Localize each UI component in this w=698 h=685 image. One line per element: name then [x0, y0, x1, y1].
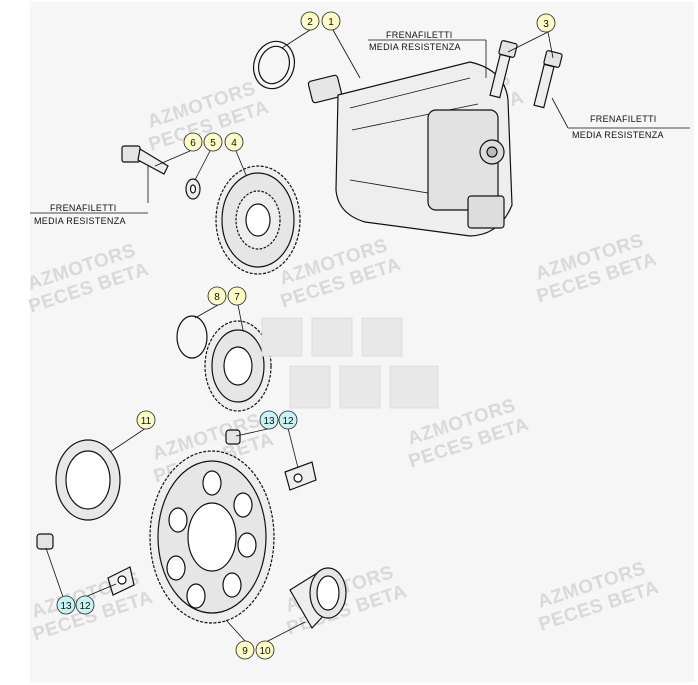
callout-label: 11 [141, 416, 152, 427]
callout-label: 13 [263, 416, 275, 427]
leader-line [84, 583, 117, 598]
callout-label: 7 [234, 292, 240, 303]
callout-13-top[interactable]: 13 [259, 410, 279, 430]
callout-label: 4 [231, 138, 237, 149]
callout-label: 9 [242, 646, 248, 657]
note-line2: MEDIA RESISTENZA [572, 130, 664, 140]
callout-label: 1 [328, 17, 334, 28]
callout-5[interactable]: 5 [203, 132, 223, 152]
screw-part [225, 429, 241, 445]
needle-bearing-part [289, 567, 347, 629]
faded-logo [261, 317, 439, 409]
callout-3[interactable]: 3 [536, 13, 556, 33]
starter-bolt-part [489, 40, 518, 99]
note-line2: MEDIA RESISTENZA [369, 42, 461, 52]
leader-line [45, 547, 64, 598]
threadlocker-note-left: FRENAFILETTI MEDIA RESISTENZA [30, 203, 148, 226]
starter-motor-part [307, 61, 513, 237]
leader-line [235, 150, 247, 176]
leader-lines [45, 29, 569, 643]
callout-9[interactable]: 9 [235, 640, 255, 660]
callout-1[interactable]: 1 [321, 11, 341, 31]
intermediate-gear-part [215, 165, 301, 275]
retaining-plate-part [284, 461, 317, 491]
callout-12-bottom[interactable]: 12 [75, 595, 95, 615]
leader-line [281, 29, 311, 49]
leader-line [154, 150, 191, 167]
leader-line [235, 427, 273, 437]
leader-line [547, 31, 554, 59]
callout-10[interactable]: 10 [255, 640, 275, 660]
leader-line [551, 97, 569, 129]
retaining-plate-part [107, 566, 135, 596]
callout-label: 5 [210, 138, 216, 149]
starter-driven-gear-part [149, 450, 275, 624]
leader-line [265, 621, 306, 643]
note-line2: MEDIA RESISTENZA [34, 216, 126, 226]
snap-ring-part [176, 315, 208, 359]
callout-label: 13 [60, 601, 72, 612]
leader-line [332, 29, 361, 79]
gear-bolt-part [121, 145, 169, 175]
callout-label: 10 [259, 646, 271, 657]
callout-label: 3 [543, 19, 549, 30]
o-ring-part [252, 40, 296, 90]
callout-8[interactable]: 8 [207, 286, 227, 306]
callout-2[interactable]: 2 [300, 11, 320, 31]
threadlocker-note-right: FRENAFILETTI MEDIA RESISTENZA [568, 114, 690, 140]
callout-label: 12 [79, 601, 91, 612]
oil-seal-part [55, 439, 121, 521]
callout-label: 12 [282, 416, 294, 427]
callout-12-top[interactable]: 12 [278, 410, 298, 430]
leader-line [287, 427, 299, 469]
callout-7[interactable]: 7 [227, 286, 247, 306]
leader-line [507, 31, 549, 53]
reduction-gear-part [204, 320, 272, 412]
leader-line [194, 304, 219, 319]
callout-label: 2 [307, 17, 313, 28]
note-line1: FRENAFILETTI [590, 114, 657, 124]
callout-6[interactable]: 6 [183, 132, 203, 152]
threadlocker-note-top: FRENAFILETTI MEDIA RESISTENZA [368, 30, 486, 52]
callout-label: 6 [190, 138, 196, 149]
callout-4[interactable]: 4 [224, 132, 244, 152]
callout-label: 8 [214, 292, 220, 303]
starter-bolt-part [533, 50, 563, 109]
screw-part [36, 533, 54, 550]
leader-line [194, 150, 211, 181]
note-line1: FRENAFILETTI [386, 30, 453, 40]
callouts: 2 1 3 6 5 4 8 7 [56, 11, 556, 660]
note-line1: FRENAFILETTI [50, 203, 117, 213]
leader-line [225, 619, 247, 643]
callout-11[interactable]: 11 [136, 410, 156, 430]
washer-part [185, 178, 201, 200]
leader-line [109, 427, 147, 453]
callout-13-bottom[interactable]: 13 [56, 595, 76, 615]
leader-line [237, 304, 244, 331]
